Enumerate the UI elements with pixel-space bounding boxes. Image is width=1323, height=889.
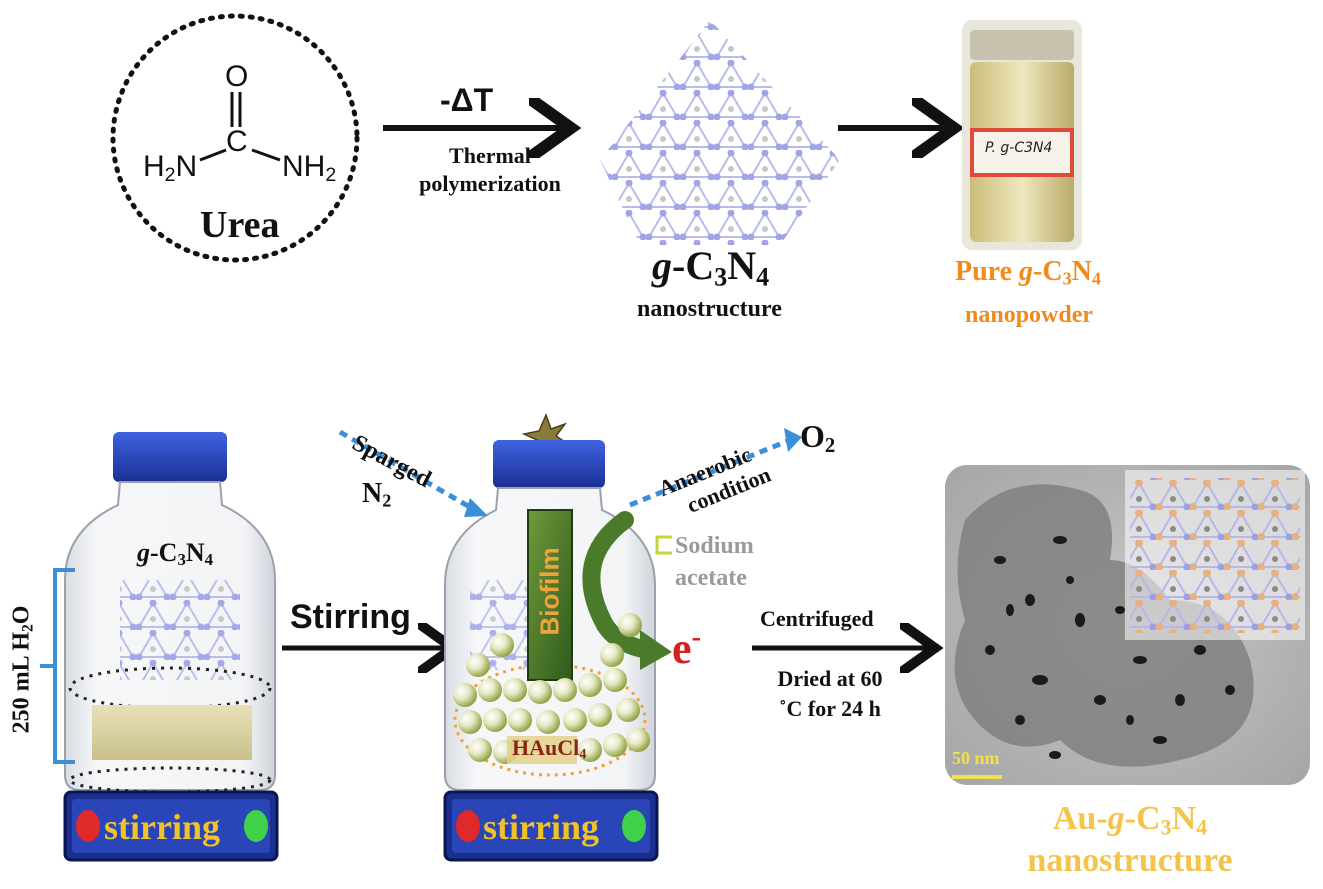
tem-image xyxy=(945,465,1310,785)
vial-image xyxy=(962,20,1082,250)
bottle1-gcn-label: g-C3N4 xyxy=(137,538,214,570)
scale-bar-label: 50 nm xyxy=(952,748,1000,768)
vial-caption-2: nanopowder xyxy=(965,302,1094,328)
o2-label: O2 xyxy=(800,418,836,458)
tem-caption: Au-g-C3N4 xyxy=(1052,800,1208,840)
urea-label: Urea xyxy=(200,204,280,246)
urea-h2n: H2N xyxy=(143,150,198,186)
vial-caption: Pure g-C3N4 xyxy=(955,256,1101,289)
electron-label: e- xyxy=(672,622,702,674)
vial-label: P. g-C3N4 xyxy=(985,140,1053,156)
delta-t-label: -ΔT xyxy=(440,82,494,118)
gold-nanoparticles xyxy=(453,613,650,764)
urea-nh2: NH2 xyxy=(282,150,337,186)
arrow-sparged xyxy=(338,429,477,513)
gcn-lattice xyxy=(600,20,840,245)
gcn-title: g-C3N4 xyxy=(652,243,770,292)
gcn-caption: nanostructure xyxy=(637,296,782,322)
bottle-2 xyxy=(443,412,672,862)
biofilm-label: Biofilm xyxy=(534,547,565,636)
arrow-anaerobic xyxy=(629,437,791,508)
haucl4-label: HAuCl4 xyxy=(512,735,587,763)
urea-c: C xyxy=(226,125,248,158)
urea-bonds xyxy=(199,92,281,162)
sodium-acetate-label: Sodium acetate xyxy=(675,533,754,591)
stirring-label: Stirring xyxy=(290,598,411,636)
bottle-1 xyxy=(40,432,279,862)
bottle1-stir-label: stirring xyxy=(104,807,220,847)
bottle1-volume: 250 mL H2O xyxy=(8,605,37,734)
tem-caption-2: nanostructure xyxy=(1027,842,1233,879)
centrifuged-label: Centrifuged xyxy=(760,606,874,631)
dried-label: Dried at 60 ˚C for 24 h xyxy=(777,666,883,721)
urea-o: O xyxy=(225,60,249,93)
n2-label: N2 xyxy=(362,478,392,511)
urea-circle xyxy=(110,13,360,263)
bottle2-stir-label: stirring xyxy=(483,807,599,847)
thermal-label: Thermal polymerization xyxy=(419,143,561,196)
